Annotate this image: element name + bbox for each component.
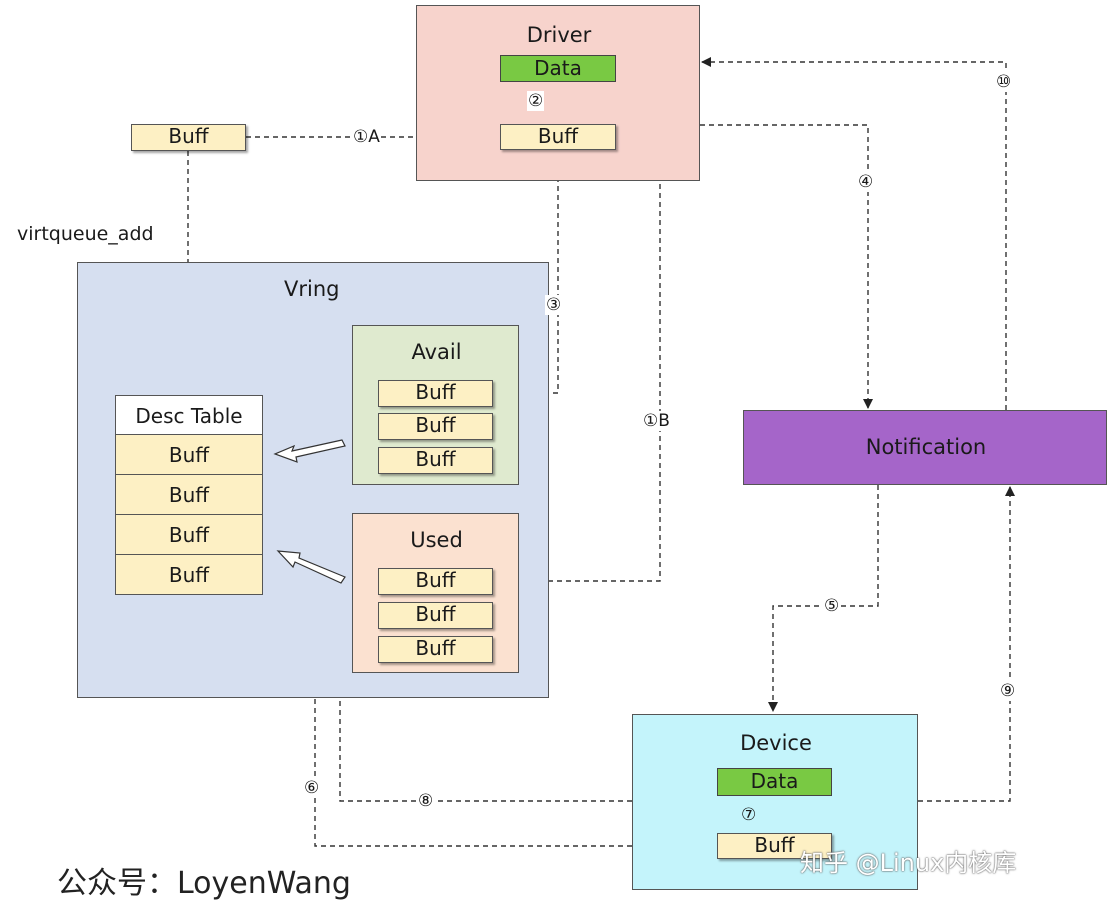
step-8-label: ⑧ [417,791,435,811]
avail-buff: Buff [378,447,493,474]
step-3-label: ③ [545,295,563,315]
notification-label: Notification [865,435,987,459]
step-9-label: ⑨ [999,681,1017,701]
desc-table-row: Buff [116,514,262,554]
avail-buff: Buff [378,380,493,407]
driver-title: Driver [526,23,592,47]
watermark-left: 公众号：LoyenWang [57,866,351,901]
avail-title: Avail [411,340,462,364]
desc-table-row: Buff [116,434,262,474]
notification-box: Notification [743,410,1107,485]
arrow-4 [700,124,873,409]
device-box: Device [632,714,918,890]
arrow-10 [701,57,1007,410]
arrow-3 [495,150,559,398]
used-buff: Buff [378,568,493,595]
driver-buff: Buff [500,124,616,150]
driver-box: Driver [416,5,700,181]
external-buff: Buff [131,124,246,151]
device-title: Device [740,731,812,755]
vring-title: Vring [284,277,340,301]
used-buff: Buff [378,636,493,663]
desc-table-row: Buff [116,474,262,514]
step-7-label: ⑦ [741,805,757,825]
used-buff: Buff [378,602,493,629]
device-buff: Buff [717,833,832,859]
desc-table: Desc Table Buff Buff Buff Buff [115,395,263,595]
avail-to-desc-arrow [273,439,346,463]
step-2-label: ② [527,91,545,111]
used-title: Used [410,528,463,552]
arrow-8 [339,576,632,802]
step-4-label: ④ [857,172,875,192]
virtqueue-add-label: virtqueue_add [17,223,154,245]
step-6-label: ⑥ [303,778,321,798]
desc-table-title: Desc Table [135,404,243,428]
step-1a-label: ①A [352,127,381,147]
desc-table-row: Buff [116,554,262,594]
step-1b-label: ①B [642,411,671,431]
used-to-desc-arrow [276,550,346,584]
step-10-label: ⑩ [995,72,1013,92]
device-data: Data [717,768,832,796]
arrow-9 [918,486,1015,802]
step-5-label: ⑤ [823,596,841,616]
driver-data: Data [500,55,616,82]
avail-buff: Buff [378,413,493,440]
watermark-right: 知乎 @Linux内核库 [800,849,1017,877]
